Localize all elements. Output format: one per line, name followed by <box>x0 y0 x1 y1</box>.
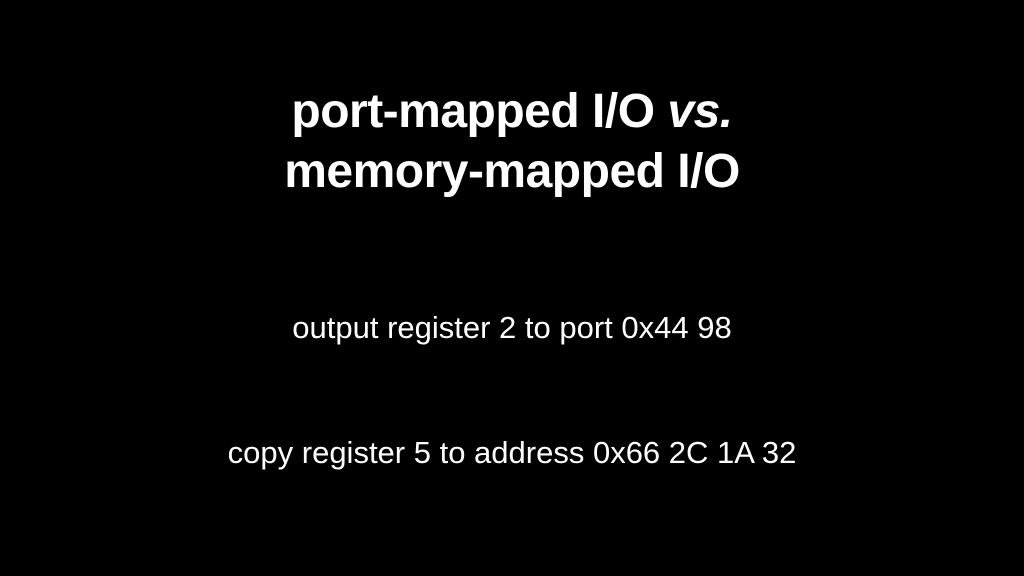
title-emphasis: vs. <box>667 85 733 138</box>
title-line-1: port-mapped I/O vs. <box>0 82 1024 142</box>
title-line-1-text: port-mapped I/O <box>291 85 668 138</box>
example-port-output: output register 2 to port 0x44 98 <box>292 310 732 345</box>
title-line-2: memory-mapped I/O <box>284 145 740 198</box>
example-memory-copy: copy register 5 to address 0x66 2C 1A 32 <box>227 435 797 470</box>
slide-title: port-mapped I/O vs. memory-mapped I/O <box>0 82 1024 202</box>
